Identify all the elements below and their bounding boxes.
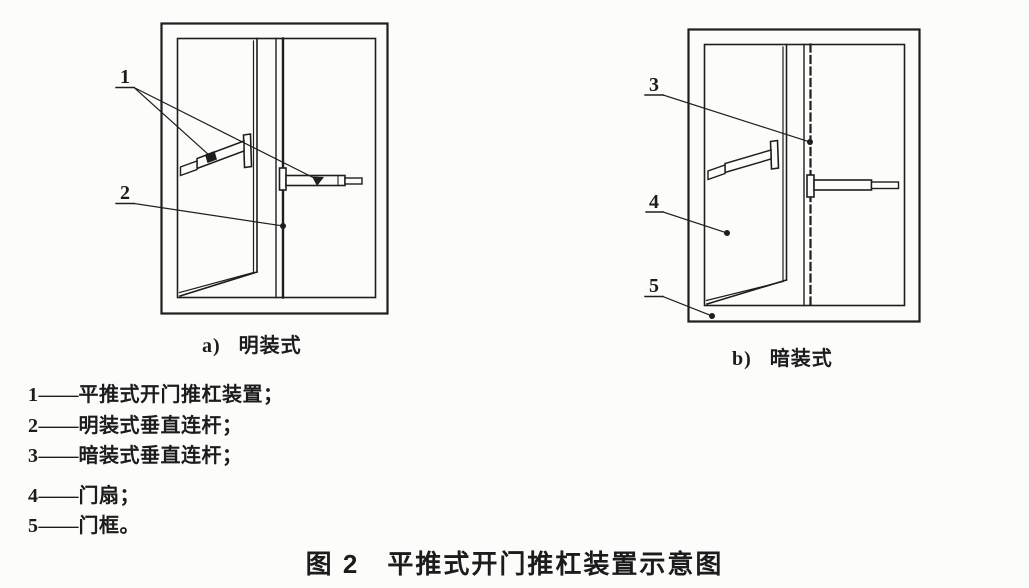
- subcaption-a-title: 明装式: [238, 335, 302, 357]
- legend-num: 1: [28, 384, 39, 406]
- legend-dash: ——: [38, 384, 79, 406]
- legend-item-4: 4——门扇；: [28, 485, 140, 507]
- legend-item-3: 3——暗装式垂直连杆；: [28, 445, 243, 467]
- subcaption-a-label: a): [202, 335, 221, 357]
- door-leaf-open-b: [705, 43, 788, 305]
- legend-num: 3: [28, 445, 39, 467]
- subcaption-b: b) 暗装式: [732, 348, 833, 370]
- door-leaf-open-a: [178, 37, 259, 298]
- legend-item-2: 2——明装式垂直连杆；: [28, 415, 243, 437]
- legend-dash: ——: [38, 515, 79, 537]
- legend-num: 5: [28, 515, 39, 537]
- leader-arrow-right: [312, 176, 324, 186]
- leader-callout-3: [644, 94, 813, 145]
- legend-dash: ——: [38, 445, 79, 467]
- figure-caption: 图 2 平推式开门推杠装置示意图: [305, 549, 724, 579]
- push-bar-right-b: [806, 174, 900, 198]
- diagram-a-drawing: [115, 22, 389, 315]
- callout-number-4: 4: [649, 191, 659, 213]
- legend-text: 门框。: [78, 515, 140, 537]
- diagram-b-drawing: [644, 28, 921, 323]
- leader-callout-4: [645, 211, 730, 236]
- leader-callout-1: [115, 86, 324, 186]
- push-bar-left-a: [179, 133, 253, 177]
- legend-item-5: 5——门框。: [28, 515, 140, 537]
- subcaption-b-title: 暗装式: [769, 348, 833, 370]
- callout-number-1: 1: [120, 66, 130, 88]
- callout-number-5: 5: [649, 275, 659, 297]
- legend-text: 平推式开门推杠装置；: [78, 384, 284, 406]
- subcaption-a: a) 明装式: [202, 335, 302, 357]
- door-frame-outer-a: [160, 22, 389, 315]
- subcaption-b-label: b): [732, 348, 752, 370]
- leader-callout-5: [644, 295, 715, 319]
- legend-dash: ——: [38, 485, 79, 507]
- legend-num: 4: [28, 485, 39, 507]
- legend-text: 暗装式垂直连杆；: [78, 445, 243, 467]
- legend-text: 门扇；: [78, 485, 140, 507]
- legend-dash: ——: [38, 415, 79, 437]
- callout-number-3: 3: [649, 74, 659, 96]
- door-frame-outer-b: [687, 28, 921, 323]
- legend-item-1: 1——平推式开门推杠装置；: [28, 384, 284, 406]
- push-bar-left-b: [707, 139, 780, 181]
- callout-number-2: 2: [120, 182, 130, 204]
- leader-callout-2: [115, 202, 286, 229]
- legend-num: 2: [28, 415, 39, 437]
- legend-text: 明装式垂直连杆；: [78, 415, 243, 437]
- leader-arrow-left: [205, 151, 217, 163]
